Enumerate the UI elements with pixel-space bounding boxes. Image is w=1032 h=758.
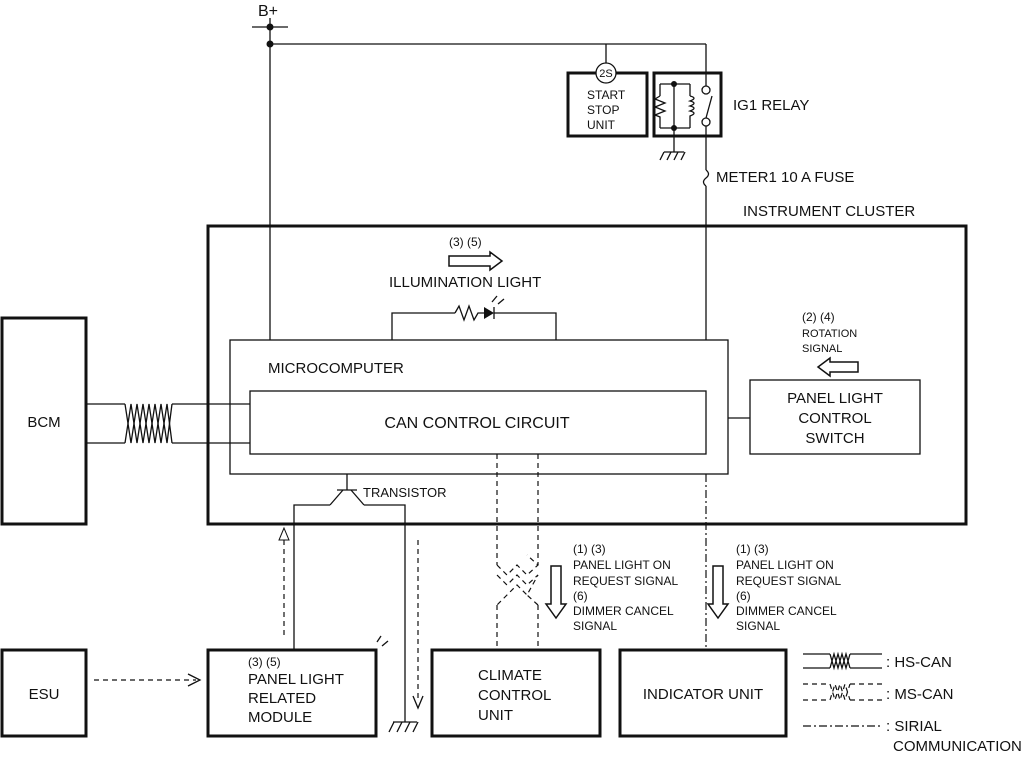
legend: : HS-CAN : MS-CAN : SIRIAL COMMUNICATION [803,651,1022,755]
indicator-signal-line-1: (1) (3) [736,542,769,556]
bcm-label: BCM [27,414,60,431]
climate-line-3: UNIT [478,707,513,724]
legend-ms-can: : MS-CAN [886,686,954,703]
fuse-label: METER1 10 A FUSE [716,169,854,186]
hs-can-twist-a [124,403,173,444]
esu-label: ESU [29,686,60,703]
module-line-2: RELATED [248,690,316,707]
start-stop-line-2: STOP [587,103,619,117]
module-line-3: MODULE [248,709,312,726]
indicator-signal-arrow [706,565,730,620]
can-control-circuit-box [249,390,707,455]
ig1-relay: IG1 RELAY [652,71,809,170]
legend-serial-line-2: COMMUNICATION [893,738,1022,755]
instrument-cluster: INSTRUMENT CLUSTER (3) (5) ILLUMINATION … [206,203,968,526]
start-stop-code: 2S [599,68,612,80]
meter-fuse: METER1 10 A FUSE [702,169,854,340]
climate-control-unit: CLIMATE CONTROL UNIT (1) (3) PANEL LIGHT… [430,454,678,738]
climate-signal-line-1: (1) (3) [573,542,606,556]
rotation-arrow [816,356,859,378]
indicator-unit: INDICATOR UNIT (1) (3) PANEL LIGHT ON RE… [618,474,841,738]
start-stop-line-1: START [587,88,626,102]
illumination-arrow [448,250,504,272]
legend-ms-can-sample [829,681,851,703]
climate-signal-line-2: PANEL LIGHT ON [573,558,671,572]
indicator-signal-line-3: REQUEST SIGNAL [736,574,841,588]
hs-can-twist-b [124,403,173,444]
climate-signal-arrow [544,565,568,620]
indicator-signal-line-2: PANEL LIGHT ON [736,558,834,572]
switch-line-3: SWITCH [805,430,864,447]
ms-can-twist [496,554,539,576]
switch-line-2: CONTROL [798,410,871,427]
illumination-steps: (3) (5) [449,235,482,249]
resistor-symbol [454,304,484,322]
climate-line-1: CLIMATE [478,667,542,684]
climate-line-2: CONTROL [478,687,551,704]
rotation-line-2: SIGNAL [802,343,842,355]
indicator-signal-line-6: SIGNAL [736,619,780,633]
legend-serial-line-1: : SIRIAL [886,718,942,735]
microcomputer-box [229,339,729,475]
start-stop-unit: 2S START STOP UNIT [566,62,649,138]
module-line-1: PANEL LIGHT [248,671,344,688]
microcomputer-label: MICROCOMPUTER [268,360,404,377]
transistor-ground [364,504,424,733]
climate-signal-line-5: DIMMER CANCEL [573,604,674,618]
indicator-signal-line-4: (6) [736,589,751,603]
indicator-label: INDICATOR UNIT [643,686,763,703]
indicator-signal-line-5: DIMMER CANCEL [736,604,837,618]
panel-light-control-switch [749,379,921,455]
climate-signal-line-4: (6) [573,589,588,603]
start-stop-line-3: UNIT [587,118,616,132]
esu-unit: ESU [0,648,202,738]
relay-label: IG1 RELAY [733,97,809,114]
transistor-label: TRANSISTOR [363,485,447,500]
switch-line-1: PANEL LIGHT [787,390,883,407]
illumination-label: ILLUMINATION LIGHT [389,274,541,291]
rotation-steps: (2) (4) [802,310,835,324]
cluster-title: INSTRUMENT CLUSTER [743,203,915,220]
led-icon [484,307,494,319]
module-steps: (3) (5) [248,655,281,669]
climate-signal-line-6: SIGNAL [573,619,617,633]
panel-light-module: (3) (5) PANEL LIGHT RELATED MODULE [206,504,389,738]
can-circuit-label: CAN CONTROL CIRCUIT [384,415,569,432]
legend-hs-can: : HS-CAN [886,654,952,671]
supply-label: B+ [258,3,278,20]
bcm-unit: BCM [0,316,250,526]
battery-supply: B+ [252,3,707,340]
climate-signal-line-3: REQUEST SIGNAL [573,574,678,588]
rotation-line-1: ROTATION [802,328,857,340]
